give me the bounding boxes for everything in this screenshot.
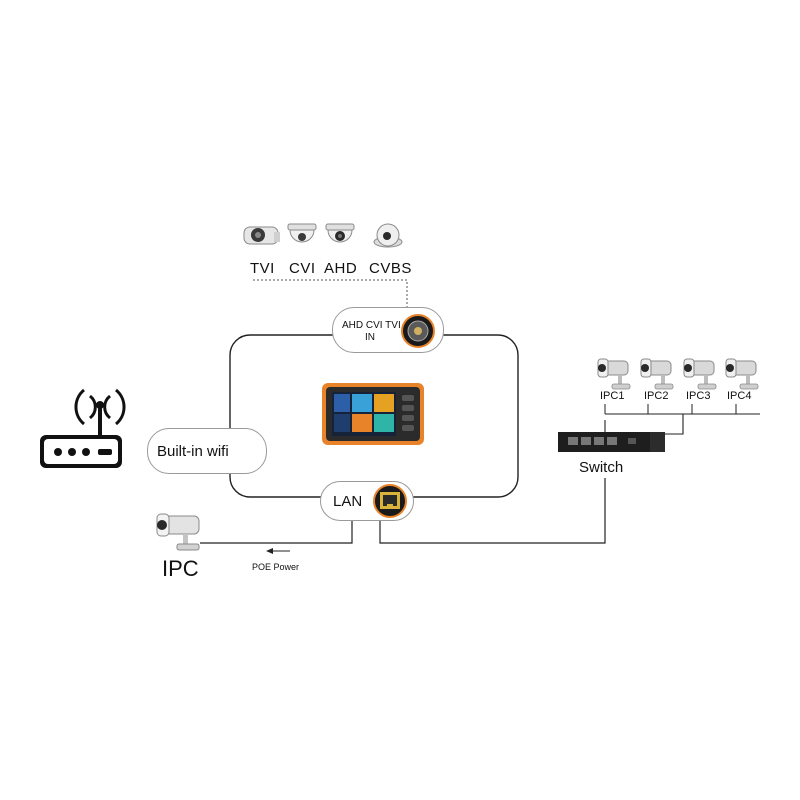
bnc-port-overlay — [401, 314, 435, 348]
dome-camera-icon — [325, 223, 355, 243]
lan-port-overlay — [373, 484, 407, 518]
switch-label: Switch — [579, 459, 624, 476]
wifi-badge: Built-in wifi — [147, 428, 267, 474]
dome-camera-icon — [287, 223, 317, 243]
ipc1-camera-icon — [597, 358, 631, 390]
poe-line — [200, 520, 353, 544]
switch-line — [379, 478, 606, 544]
ipc4-camera-icon — [725, 358, 759, 390]
lan-label: LAN — [333, 493, 363, 510]
ipc2-label: IPC2 — [644, 390, 669, 402]
ipc4-label: IPC4 — [727, 390, 752, 402]
network-switch-icon — [558, 432, 665, 452]
poe-ipc-label: IPC — [162, 556, 199, 581]
camera-label-cvbs: CVBS — [369, 260, 412, 277]
bnc-label-line2: IN — [365, 332, 375, 343]
ipc3-label: IPC3 — [686, 390, 711, 402]
ipc3-camera-icon — [683, 358, 717, 390]
wifi-router-icon — [40, 388, 126, 468]
bullet-camera-icon — [243, 226, 280, 245]
analog-dotted-line — [253, 279, 408, 318]
ipc2-camera-icon — [640, 358, 674, 390]
ipc-bracket-line — [604, 414, 684, 435]
poe-ipc-camera-icon — [156, 513, 200, 551]
poe-power-label: POE Power — [252, 562, 300, 572]
bnc-label-line1: AHD CVI TVI — [342, 320, 401, 331]
camera-label-tvi: TVI — [250, 260, 275, 277]
turret-camera-icon — [373, 223, 403, 248]
cctv-tester-icon — [322, 383, 424, 445]
ipc1-label: IPC1 — [600, 390, 625, 402]
camera-label-ahd: AHD — [324, 260, 358, 277]
wifi-label: Built-in wifi — [157, 443, 229, 460]
camera-label-cvi: CVI — [289, 260, 316, 277]
